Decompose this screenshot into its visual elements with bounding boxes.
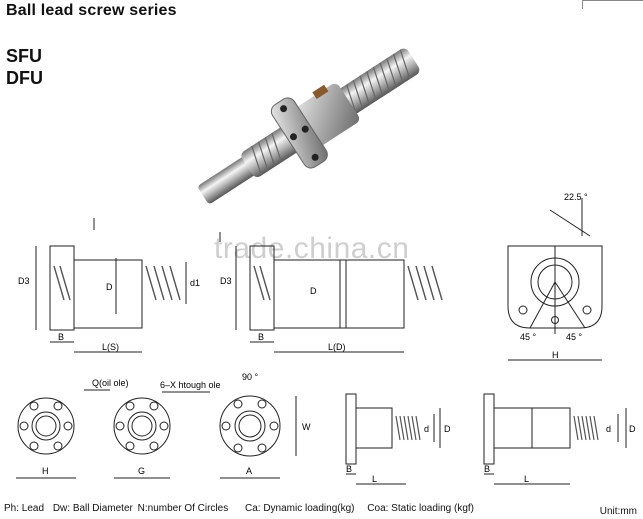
flange-angle-225: 22.5 ° (564, 192, 588, 202)
sfu-d1-label: d1 (190, 278, 200, 288)
flange-a-dim: A (246, 466, 252, 476)
flange-h-label: H (552, 350, 559, 360)
small-dfu-l: L (524, 474, 529, 484)
small-sfu-drawing: d D B L (345, 393, 451, 485)
small-sfu-l: L (372, 474, 377, 484)
legend-bar: Ph: Lead Dw: Ball Diameter N:number Of C… (4, 503, 474, 514)
unit-label: Unit:mm (599, 506, 637, 517)
sfu-d3-label: D3 (18, 276, 30, 286)
flange-angle-left: 45 ° (520, 332, 537, 342)
legend-ca: Ca: Dynamic loading(kg) (245, 503, 355, 514)
small-dfu-d: d (606, 424, 611, 434)
page-title: Ball lead screw series (6, 2, 177, 19)
flange-views-drawing: Q(oil ole) 6–X htough ole 90 ° H G A W (16, 372, 311, 479)
small-sfu-b: B (346, 464, 352, 474)
dfu-side-drawing: D3 D B L(D) (219, 232, 443, 353)
small-sfu-D: D (444, 424, 451, 434)
through-hole-label: 6–X htough ole (160, 380, 221, 390)
flange-front-drawing: 22.5 ° 45 ° 45 ° H (507, 192, 603, 361)
flange-w-dim: W (302, 422, 311, 432)
sfu-b-label: B (58, 332, 64, 342)
sfu-d-label: D (106, 282, 113, 292)
sfu-side-drawing: D3 D d1 B L(S) (18, 218, 200, 353)
flange-angle-90: 90 ° (242, 372, 259, 382)
dfu-d-label: D (310, 286, 317, 296)
legend-dw: Dw: Ball Diameter (52, 503, 133, 514)
dfu-l-label: L(D) (328, 342, 346, 352)
small-dfu-D: D (629, 424, 636, 434)
flange-angle-right: 45 ° (566, 332, 583, 342)
corner-frame (582, 0, 643, 9)
sfu-l-label: L(S) (102, 342, 119, 352)
small-dfu-drawing: d D B L (483, 393, 636, 485)
ball-screw-photo (198, 48, 420, 204)
dfu-d3-label: D3 (220, 276, 232, 286)
legend-coa: Coa: Static loading (kgf) (367, 503, 474, 514)
small-sfu-d: d (424, 424, 429, 434)
flange-h-dim: H (42, 466, 49, 476)
model-sfu: SFU (6, 46, 42, 66)
flange-g-dim: G (138, 466, 145, 476)
small-dfu-b: B (484, 464, 490, 474)
dfu-b-label: B (258, 332, 264, 342)
model-dfu: DFU (6, 68, 43, 88)
legend-ph: Ph: Lead (4, 503, 45, 514)
legend-n: N:number Of Circles (137, 503, 229, 514)
oil-hole-label: Q(oil ole) (92, 378, 129, 388)
